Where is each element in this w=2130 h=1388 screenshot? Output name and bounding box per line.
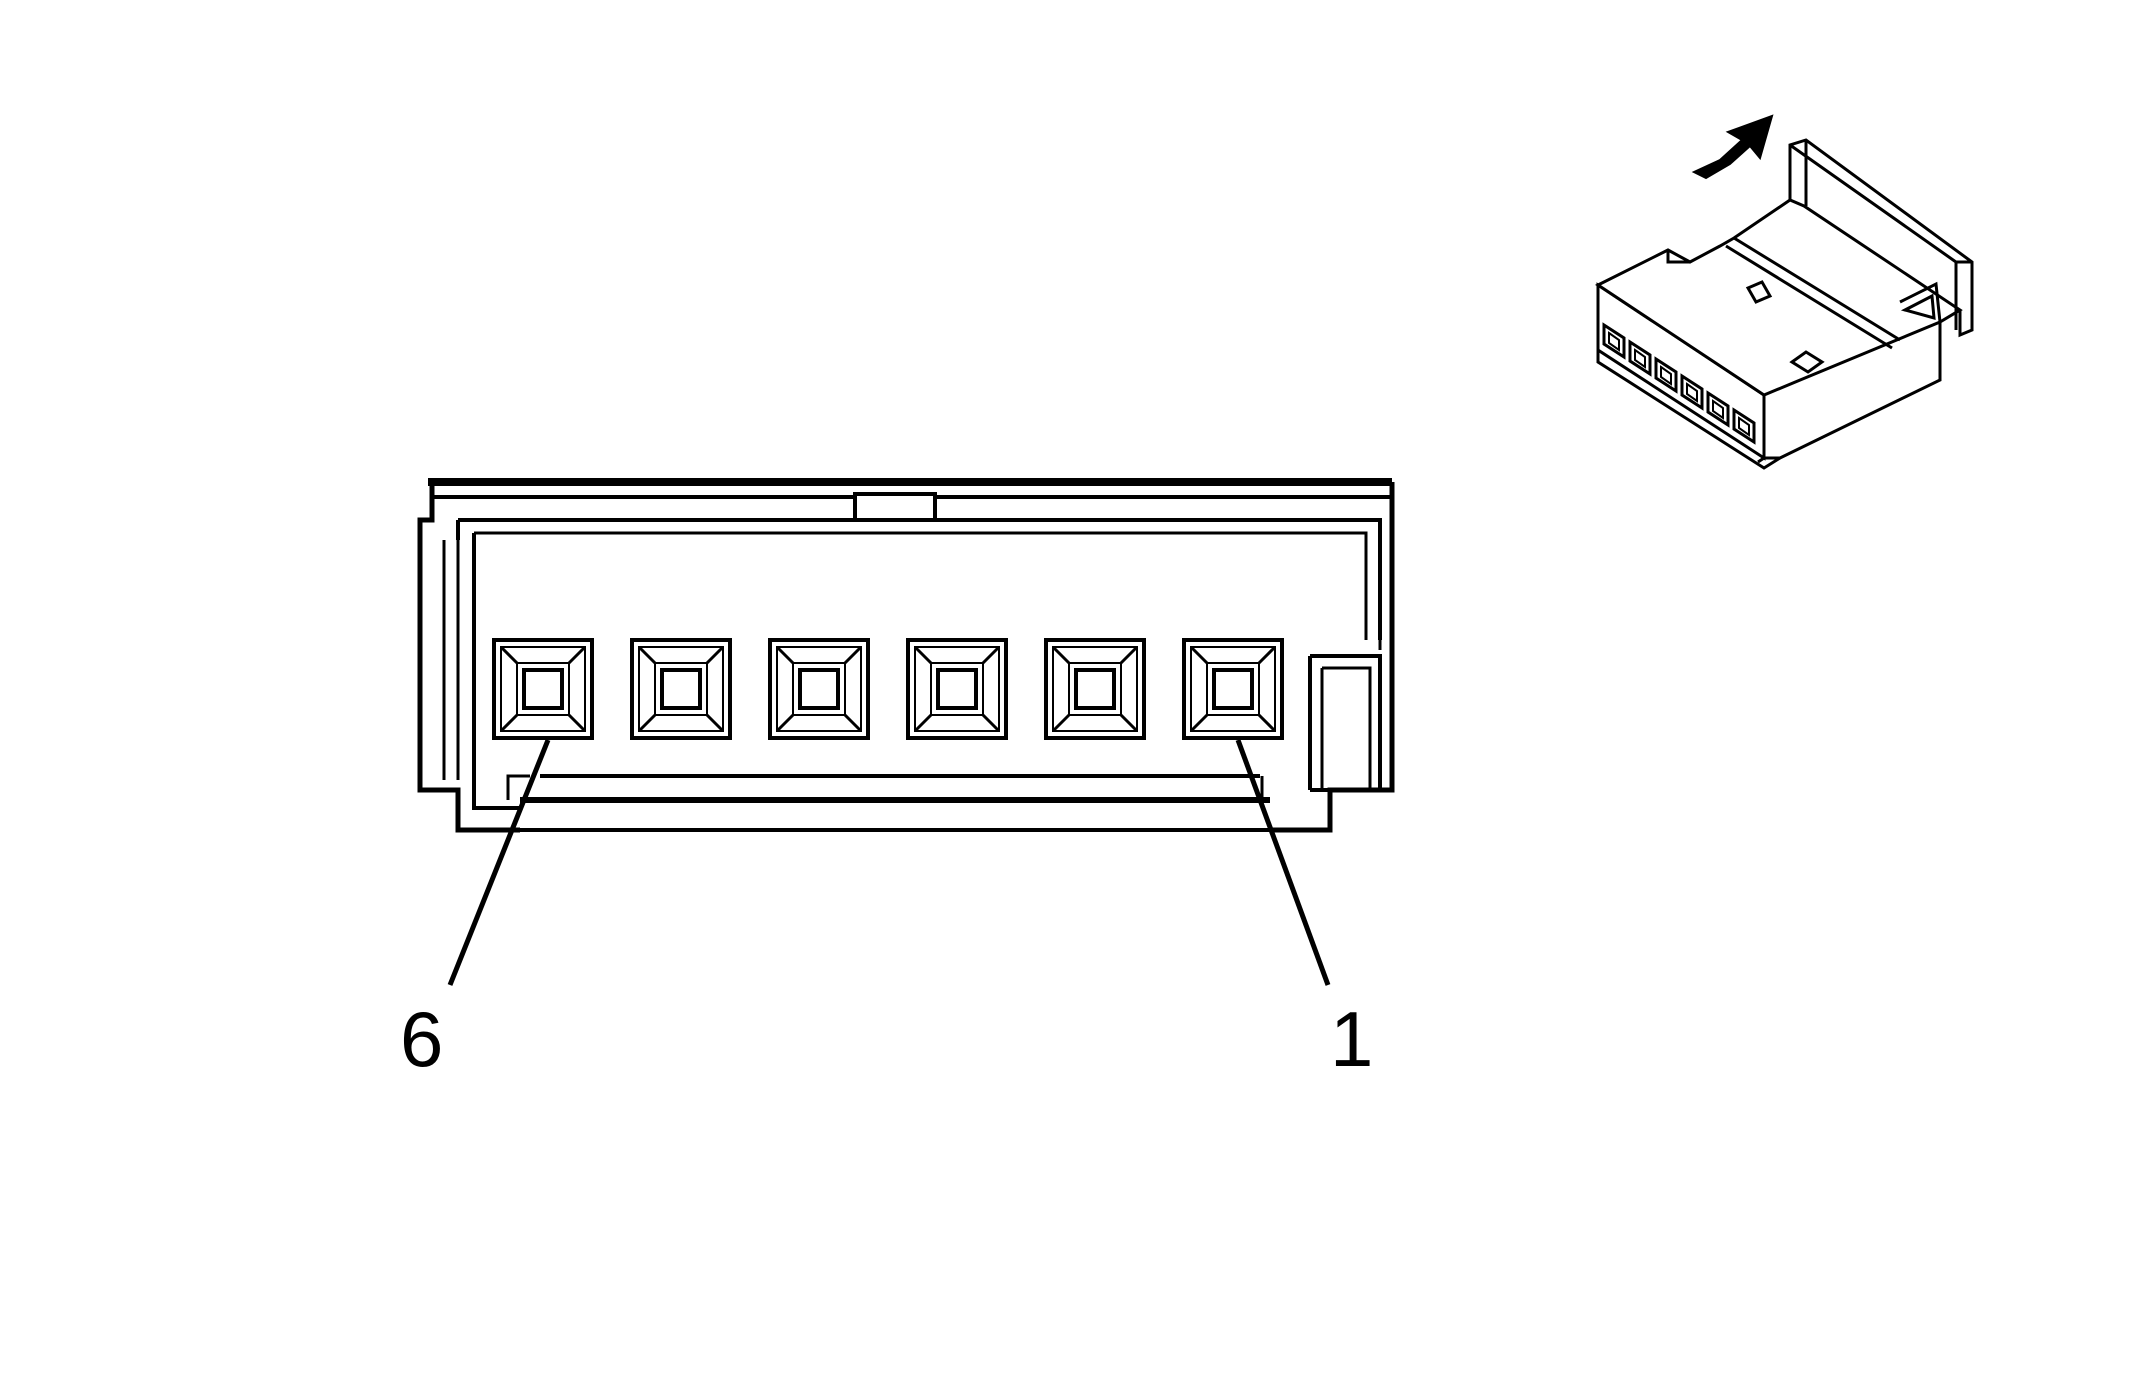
leader-pin-6 [447, 739, 551, 986]
pin-cavities [492, 638, 1284, 740]
callout-leaders [447, 739, 1331, 986]
isometric-pin-window [1732, 407, 1756, 445]
isometric-pin-window [1628, 339, 1652, 377]
pin-cavity [630, 638, 732, 740]
pin-cavity [906, 638, 1008, 740]
callout-label-pin-6: 6 [400, 995, 444, 1083]
isometric-pin-contact [1712, 399, 1724, 420]
leader-pin-1 [1235, 739, 1331, 986]
isometric-pin-window [1654, 356, 1678, 394]
pin-cavity [1182, 638, 1284, 740]
isometric-pin-contact [1608, 331, 1620, 352]
arrow-up-right-icon [1691, 114, 1774, 180]
connector-isometric-inset [1595, 138, 1974, 470]
connector-housing [417, 478, 1395, 833]
isometric-pin-window [1602, 322, 1626, 360]
isometric-pin-windows [1602, 322, 1756, 445]
isometric-pin-contact [1660, 365, 1672, 386]
pin-cavity [1044, 638, 1146, 740]
isometric-pin-window [1680, 373, 1704, 411]
callout-label-pin-1: 1 [1330, 995, 1374, 1083]
pin-cavity [492, 638, 594, 740]
isometric-pin-contact [1686, 382, 1698, 403]
isometric-pin-window [1706, 390, 1730, 428]
isometric-pin-contact [1634, 348, 1646, 369]
pin-cavity [768, 638, 870, 740]
isometric-pin-contact [1738, 416, 1750, 437]
